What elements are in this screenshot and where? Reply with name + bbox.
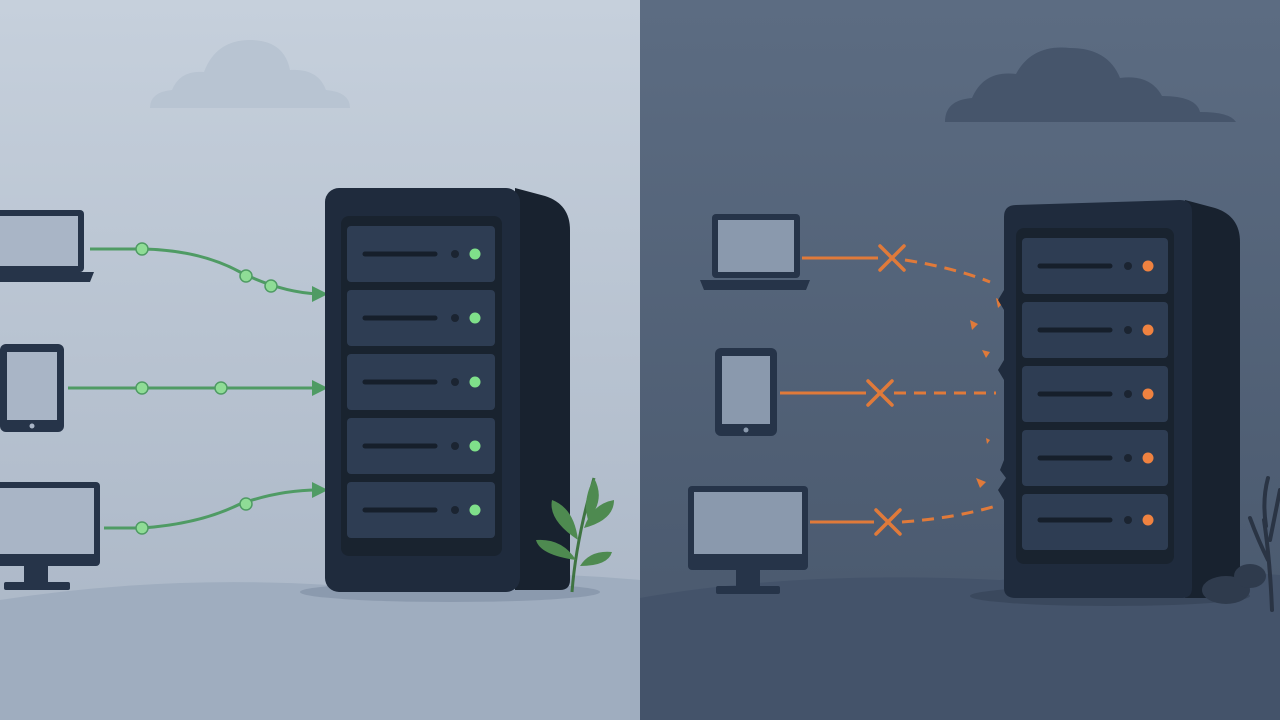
slot-dots <box>451 250 459 514</box>
monitor-icon <box>0 482 100 590</box>
arrow-laptop <box>312 286 328 302</box>
server-side-failed <box>1185 200 1240 598</box>
x-mark-icon-laptop <box>878 244 906 272</box>
rock-icon <box>1202 564 1266 604</box>
server-icon-failed <box>998 200 1240 598</box>
tablet-icon <box>0 344 64 432</box>
arrow-tablet <box>312 380 328 396</box>
status-leds-orange <box>1142 260 1154 526</box>
right-ground <box>640 571 1280 720</box>
failed-panel <box>640 0 1280 720</box>
plant-icon <box>536 477 614 593</box>
server-slots <box>347 226 495 538</box>
broken-link-monitor-dashed <box>901 504 997 524</box>
broken-connections <box>780 256 997 524</box>
laptop-icon <box>0 210 94 282</box>
healthy-panel <box>0 0 640 720</box>
arrow-monitor <box>312 482 328 498</box>
healthy-connections <box>68 247 319 530</box>
server-icon <box>325 188 570 592</box>
status-leds-green <box>469 248 481 516</box>
x-mark-icon-tablet <box>866 379 894 407</box>
left-ground <box>0 573 640 720</box>
monitor-icon-failed <box>688 486 808 594</box>
slot-bars-failed <box>1037 263 1113 523</box>
broken-link-laptop-dashed <box>904 258 991 284</box>
arrowheads-green <box>312 286 328 498</box>
connection-nodes <box>135 242 278 535</box>
x-mark-icons <box>866 244 906 536</box>
server-side <box>515 188 570 590</box>
storm-cloud-icon <box>945 47 1236 122</box>
dead-tree-icon <box>1248 476 1280 612</box>
connection-monitor <box>104 488 319 530</box>
slot-bars <box>362 251 438 513</box>
connection-laptop <box>90 247 319 296</box>
laptop-icon-failed <box>700 214 810 290</box>
x-mark-icon-monitor <box>874 508 902 536</box>
slot-dots-failed <box>1124 262 1132 524</box>
cloud-icon <box>150 40 350 108</box>
tablet-icon-failed <box>715 348 777 436</box>
